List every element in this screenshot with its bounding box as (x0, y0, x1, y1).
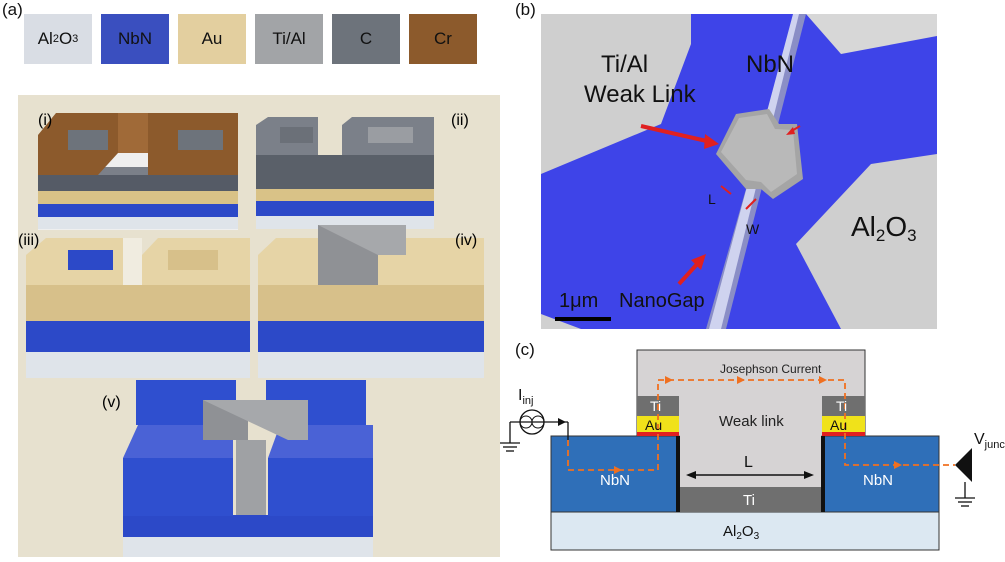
step-label-iii: (iii) (18, 232, 39, 249)
schematic-ti-bottom (679, 487, 822, 512)
schematic-au-right (822, 416, 865, 432)
label-josephson-current: Josephson Current (720, 362, 822, 376)
label-weak-link: Weak link (719, 413, 784, 430)
step-i-block (38, 113, 238, 230)
sem-label-al2o3: Al2O3 (851, 211, 917, 245)
label-ti-right: Ti (836, 398, 847, 414)
step-label-i: (i) (38, 112, 52, 129)
sem-label-tial-2: Weak Link (584, 81, 697, 108)
schematic-substrate (550, 511, 940, 551)
step-label-iv: (iv) (455, 232, 477, 249)
label-au-left: Au (645, 417, 662, 433)
label-ti-bottom: Ti (743, 492, 755, 509)
label-L: L (744, 454, 753, 471)
label-nbn-right: NbN (863, 472, 893, 489)
current-path (567, 379, 955, 471)
legend-cr: Cr (409, 14, 477, 64)
voltage-probe-icon (955, 448, 972, 482)
legend-tial: Ti/Al (255, 14, 323, 64)
sem-label-nbn: NbN (746, 51, 794, 78)
step-iv-block (258, 225, 484, 378)
sem-label-nanogap: NanoGap (619, 290, 705, 312)
step-label-ii: (ii) (451, 112, 469, 129)
fabrication-steps-svg: (i) (ii) (iii) (iv) (v) (18, 112, 484, 557)
panel-label-a: (a) (2, 0, 23, 19)
label-iinj: Iinj (518, 387, 533, 407)
sem-label-L: L (708, 191, 716, 207)
label-au-right: Au (830, 417, 847, 433)
label-nbn-left: NbN (600, 472, 630, 489)
sem-tial-pad (541, 14, 691, 174)
schematic-nbn-right (821, 435, 940, 513)
legend-c: C (332, 14, 400, 64)
step-v-block (123, 380, 373, 557)
legend-nbn: NbN (101, 14, 169, 64)
sem-al2o3-pad (796, 154, 937, 329)
step-ii-block (256, 117, 434, 229)
label-ti-left: Ti (650, 398, 661, 414)
label-vjunc: Vjunc (974, 431, 1005, 451)
panel-label-c: (c) (515, 340, 535, 359)
junction-schematic: Josephson Current Weak link Ti Ti Au Au … (500, 349, 1005, 551)
step-label-v: (v) (102, 394, 121, 411)
sem-svg: Ti/Al Weak Link NbN Al2O3 L W 1μm NanoGa… (541, 14, 937, 329)
schematic-ti-right (822, 396, 865, 416)
sem-label-tial-1: Ti/Al (601, 51, 648, 78)
sem-label-W: W (746, 221, 760, 237)
panel-label-b: (b) (515, 0, 536, 19)
legend-au: Au (178, 14, 246, 64)
sem-image: Ti/Al Weak Link NbN Al2O3 L W 1μm NanoGa… (541, 14, 937, 329)
sem-scale-label: 1μm (559, 290, 598, 312)
fabrication-steps-scene: (i) (ii) (iii) (iv) (v) (18, 95, 500, 557)
label-substrate: Al2O3 (723, 523, 760, 542)
step-iii-block (26, 238, 250, 378)
